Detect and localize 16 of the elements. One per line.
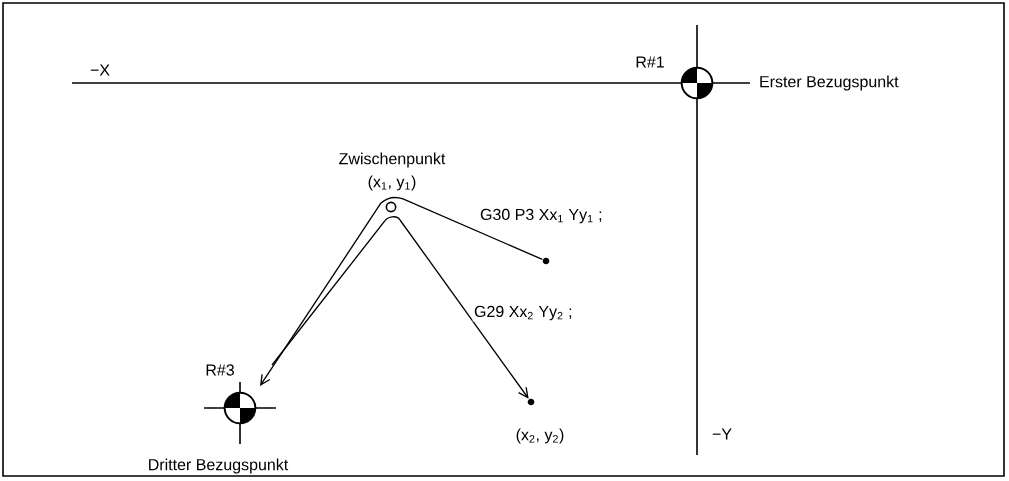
point-label: Erster Bezugspunkt [760, 75, 899, 91]
point-label: R#1 [636, 56, 664, 68]
reference-point-symbol [680, 66, 714, 100]
edge-label: G30 P3 Xx$_{1}$ Yy$_{1}$ ; [478, 207, 604, 225]
intermediate-point [385, 201, 397, 213]
point-label: Zwischenpunkt [339, 152, 446, 168]
axis-label: −Y [712, 428, 732, 440]
axis-label: −X [90, 64, 110, 76]
point-label: (x$_{1}$, y$_{1}$) [368, 175, 416, 191]
reference-point-symbol [203, 381, 277, 445]
point-label: R#3 [206, 364, 234, 376]
edge-label: G29 Xx$_{2}$ Yy$_{2}$ ; [472, 304, 574, 322]
path-arrow [260, 202, 382, 386]
point-label: Dritter Bezugspunkt [149, 458, 289, 474]
point-label: (x$_{2}$, y$_{2}$) [516, 428, 564, 444]
path-arrow [399, 219, 529, 399]
